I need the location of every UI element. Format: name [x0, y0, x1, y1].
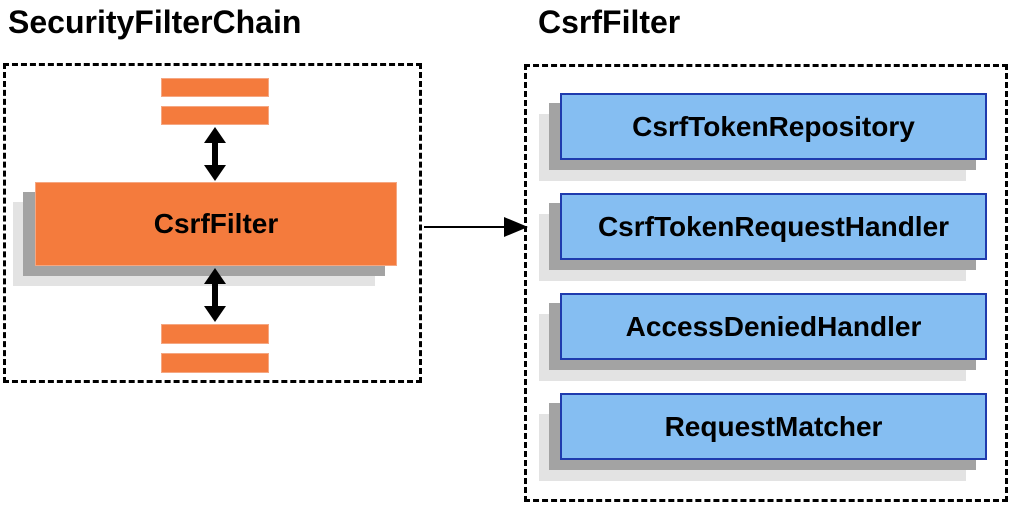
component-box-csrf-token-request-handler: CsrfTokenRequestHandler [560, 193, 987, 260]
component-box-csrf-token-repository: CsrfTokenRepository [560, 93, 987, 160]
filter-bar-top-2 [161, 106, 269, 125]
filter-bar-top-1 [161, 78, 269, 97]
csrf-filter-box-label: CsrfFilter [153, 208, 279, 239]
csrf-filter-title: CsrfFilter [538, 4, 681, 40]
security-filter-chain-panel [3, 63, 422, 383]
component-label: CsrfTokenRepository [632, 110, 915, 142]
csrf-filter-box: CsrfFilter [35, 182, 397, 266]
filter-bar-bottom-2 [161, 353, 269, 373]
component-box-request-matcher: RequestMatcher [560, 393, 987, 460]
component-box-access-denied-handler: AccessDeniedHandler [560, 293, 987, 360]
filter-bar-bottom-1 [161, 324, 269, 344]
csrf-filter-components-panel [524, 64, 1008, 502]
component-label: CsrfTokenRequestHandler [597, 210, 950, 242]
arrow-right-icon [424, 217, 528, 237]
security-filter-chain-title: SecurityFilterChain [8, 4, 302, 40]
component-label: AccessDeniedHandler [625, 310, 922, 342]
component-label: RequestMatcher [664, 410, 883, 442]
